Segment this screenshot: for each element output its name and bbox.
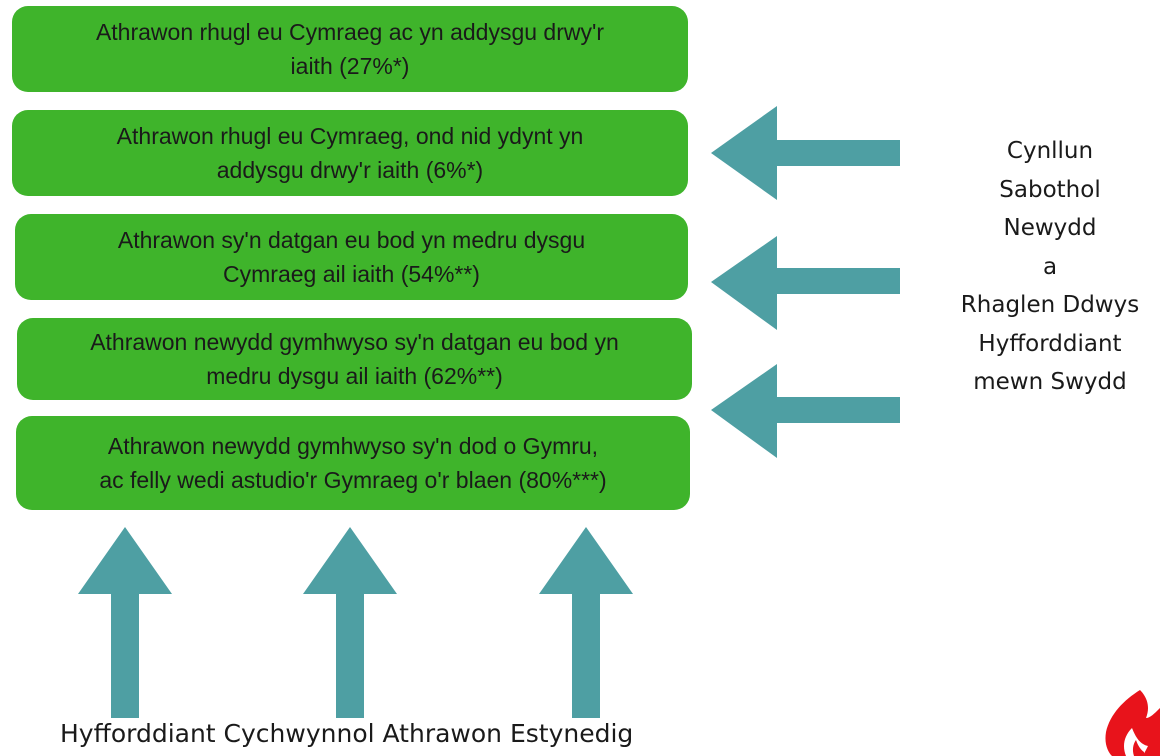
- box-new-qualified-from-wales: Athrawon newydd gymhwyso sy'n dod o Gymr…: [16, 416, 690, 510]
- right-label-line: Newydd: [1003, 215, 1097, 241]
- left-arrow-1: [711, 106, 900, 200]
- box-teachers-second-language: Athrawon sy'n datgan eu bod yn medru dys…: [15, 214, 688, 300]
- up-arrow-1: [78, 527, 172, 718]
- box-new-qualified-second-language: Athrawon newydd gymhwyso sy'n datgan eu …: [17, 318, 692, 400]
- box-text-line2: iaith (27%*): [290, 53, 410, 79]
- box-text-line2: Cymraeg ail iaith (54%**): [223, 261, 480, 287]
- box-text-line1: Athrawon rhugl eu Cymraeg, ond nid ydynt…: [116, 123, 584, 149]
- right-label-line: mewn Swydd: [973, 369, 1127, 395]
- up-arrow-3: [539, 527, 633, 718]
- box-text-line1: Athrawon newydd gymhwyso sy'n dod o Gymr…: [107, 433, 599, 459]
- right-label-line: Cynllun: [1006, 138, 1094, 164]
- right-label-line: Rhaglen Ddwys: [960, 292, 1140, 318]
- box-teachers-fluent-teaching: Athrawon rhugl eu Cymraeg ac yn addysgu …: [12, 6, 688, 92]
- box-text-line1: Athrawon rhugl eu Cymraeg ac yn addysgu …: [95, 19, 605, 45]
- box-text-line2: addysgu drwy'r iaith (6%*): [216, 157, 484, 183]
- flame-logo-icon: [1105, 690, 1160, 756]
- right-label-line: a: [1042, 253, 1058, 280]
- left-arrow-2: [711, 236, 900, 330]
- bottom-label: Hyfforddiant Cychwynnol Athrawon Estyned…: [60, 719, 634, 748]
- left-arrow-3: [711, 364, 900, 458]
- box-teachers-fluent-not-teaching: Athrawon rhugl eu Cymraeg, ond nid ydynt…: [12, 110, 688, 196]
- up-arrow-2: [303, 527, 397, 718]
- box-text-line1: Athrawon sy'n datgan eu bod yn medru dys…: [117, 227, 586, 253]
- box-text-line1: Athrawon newydd gymhwyso sy'n datgan eu …: [90, 329, 619, 355]
- box-text-line2: ac felly wedi astudio'r Gymraeg o'r blae…: [99, 467, 607, 493]
- right-label: Cynllun Sabothol Newydd a Rhaglen Ddwys …: [945, 132, 1155, 402]
- right-label-line: Sabothol: [999, 176, 1101, 203]
- box-text-line2: medru dysgu ail iaith (62%**): [206, 363, 503, 389]
- right-label-line: Hyfforddiant: [978, 330, 1122, 357]
